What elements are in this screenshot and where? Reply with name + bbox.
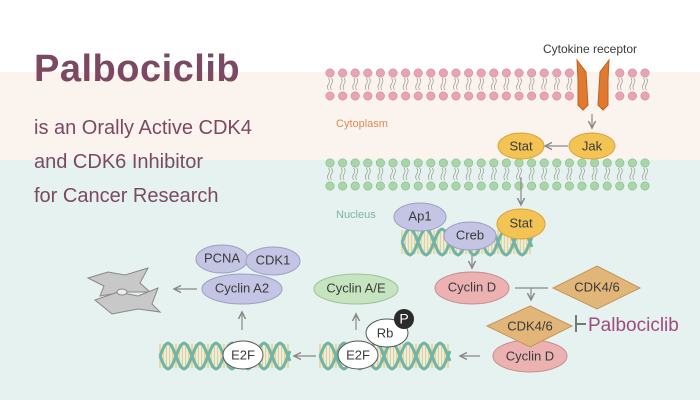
subtitle-line-2: and CDK6 Inhibitor <box>34 151 203 173</box>
cell-membrane <box>325 68 650 101</box>
svg-text:Stat: Stat <box>509 138 533 153</box>
cytoplasm-label: Cytoplasm <box>336 118 388 130</box>
cytokine-receptor-icon <box>576 58 610 111</box>
cyclin-ae-node: Cyclin A/E <box>313 273 399 305</box>
e2f-free-node: E2F <box>222 340 264 370</box>
svg-text:Cyclin D: Cyclin D <box>448 279 496 294</box>
receptor-label: Cytokine receptor <box>543 42 637 56</box>
nucleus-label: Nucleus <box>336 209 376 221</box>
svg-text:Jak: Jak <box>582 138 603 153</box>
cdk46-node: CDK4/6 <box>551 265 642 310</box>
nuclear-membrane <box>325 158 650 191</box>
svg-text:E2F: E2F <box>231 347 255 362</box>
cyclin-d-complex-node: Cyclin D <box>492 339 568 373</box>
cyclin-a2-node: Cyclin A2 <box>201 273 283 305</box>
cyclin-d-node: Cyclin D <box>434 271 510 305</box>
cdk46-complex-node: CDK4/6 <box>485 305 574 348</box>
palbociclib-inhibitor-label: Palbociclib <box>588 315 679 336</box>
stat-nucleus-node: Stat <box>496 208 546 240</box>
svg-text:E2F: E2F <box>346 347 370 362</box>
svg-text:Stat: Stat <box>509 215 533 230</box>
phosphate-node: P <box>394 309 414 329</box>
svg-text:Cyclin A/E: Cyclin A/E <box>326 280 386 295</box>
svg-text:CDK4/6: CDK4/6 <box>574 279 620 294</box>
svg-text:Creb: Creb <box>456 227 484 242</box>
svg-text:Cyclin A2: Cyclin A2 <box>215 280 269 295</box>
background-top <box>0 0 700 72</box>
drug-title: Palbociclib <box>34 48 241 90</box>
jak-node: Jak <box>568 132 616 160</box>
subtitle-line-1: is an Orally Active CDK4 <box>34 117 252 139</box>
svg-text:CDK4/6: CDK4/6 <box>507 318 553 333</box>
pcna-node: PCNA <box>195 244 249 274</box>
ap1-node: Ap1 <box>393 202 447 232</box>
stat-cytoplasm-node: Stat <box>497 132 545 160</box>
svg-text:PCNA: PCNA <box>204 250 240 265</box>
svg-text:Rb: Rb <box>377 325 394 340</box>
creb-node: Creb <box>443 221 497 251</box>
cdk1-node: CDK1 <box>245 246 301 276</box>
svg-text:P: P <box>399 311 408 327</box>
svg-text:Ap1: Ap1 <box>408 208 431 223</box>
svg-text:Cyclin D: Cyclin D <box>506 348 554 363</box>
svg-text:CDK1: CDK1 <box>256 252 291 267</box>
subtitle-line-3: for Cancer Research <box>34 185 219 207</box>
cell-proliferation-icon <box>86 267 162 315</box>
e2f-bound-node: E2F <box>337 340 379 370</box>
pathway-arrows <box>174 114 592 356</box>
